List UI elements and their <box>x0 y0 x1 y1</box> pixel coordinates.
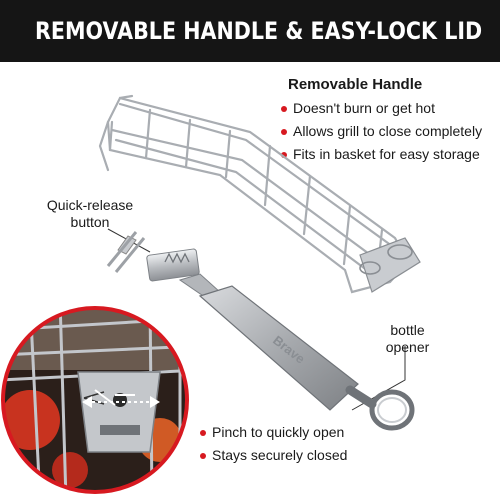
feature-bullet: Doesn't burn or get hot <box>281 97 496 120</box>
quick-release-callout: Quick-release button <box>40 197 140 231</box>
feature-bullet: Fits in basket for easy storage <box>281 143 496 166</box>
page-title: REMOVABLE HANDLE & EASY-LOCK LID <box>35 17 483 45</box>
bottle-opener-callout: bottle opener <box>370 322 445 356</box>
removable-handle <box>106 231 415 431</box>
lid-feature-list: Pinch to quickly open Stays securely clo… <box>200 421 400 467</box>
handle-feature-list: Doesn't burn or get hot Allows grill to … <box>281 97 496 166</box>
feature-bullet: Stays securely closed <box>200 444 400 467</box>
feature-bullet: Allows grill to close completely <box>281 120 496 143</box>
header-banner: REMOVABLE HANDLE & EASY-LOCK LID <box>0 0 500 62</box>
handle-feature-title: Removable Handle <box>288 76 423 93</box>
feature-bullet: Pinch to quickly open <box>200 421 400 444</box>
quick-release-label-2: button <box>70 214 110 230</box>
bottle-opener-label-2: opener <box>385 339 430 355</box>
bottle-opener-label: bottle <box>390 322 425 338</box>
basket-latch <box>359 237 421 293</box>
closeup-inset <box>1 306 189 494</box>
grill-basket <box>98 94 410 294</box>
quick-release-label: Quick-release <box>46 197 134 213</box>
